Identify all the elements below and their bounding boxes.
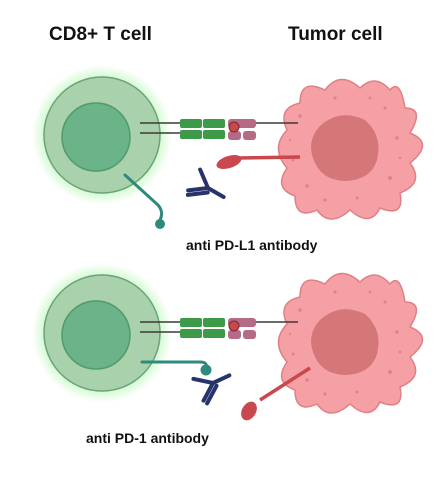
t-cell-title: CD8+ T cell [49,24,152,45]
top-tumor-cell [277,78,424,220]
bottom-pd-l1-ligand [241,401,257,421]
top-pd-l1-ligand [216,155,242,169]
top-pd-1-receptor [123,173,164,222]
tumor-cell-title: Tumor cell [288,24,383,45]
bottom-t-cell [31,262,173,404]
bottom-tumor-cell [277,272,424,414]
anti-pd-l1-caption: anti PD-L1 antibody [186,237,318,253]
bottom-pd-l1-stem [259,366,311,402]
top-pd-1-tip [155,219,165,229]
top-antibody-icon [184,167,232,213]
bottom-pd-1-tip [200,364,212,376]
anti-pd-1-caption: anti PD-1 antibody [86,430,209,446]
bottom-antibody-icon [191,362,239,407]
top-pd-l1-stem [237,155,301,160]
top-t-cell [31,64,173,206]
